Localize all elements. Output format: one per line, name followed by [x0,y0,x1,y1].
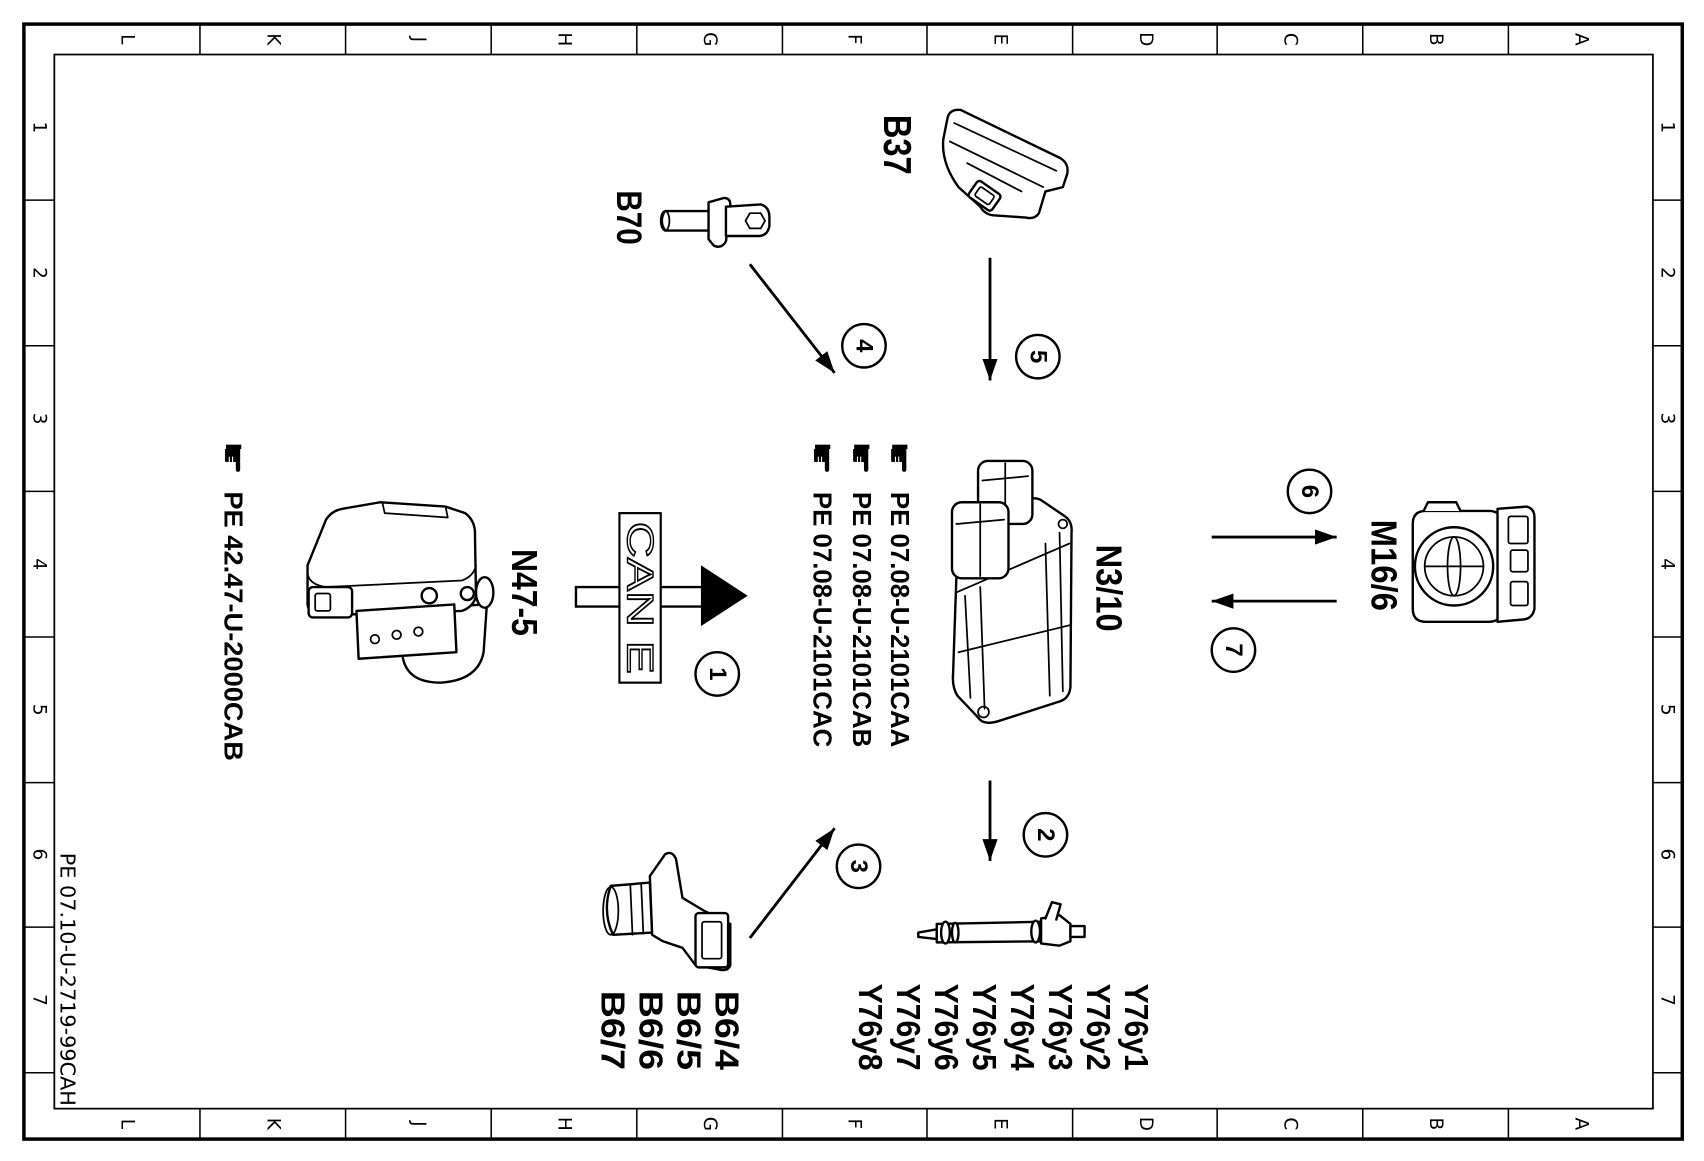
component-label-y76y8: Y76y8 [851,984,888,1071]
component-label-y76y2: Y76y2 [1079,984,1116,1071]
row-label-left: 7 [29,994,50,1006]
component-label-y76y5: Y76y5 [965,984,1002,1071]
column-label-top: L [117,34,138,45]
column-label-top: A [1571,33,1592,46]
crankshaft-sensor-icon [659,196,771,248]
column-label-top: C [1279,33,1300,46]
left-band-dividers [23,199,55,1074]
row-label-left: 5 [29,704,50,716]
step-number: 2 [1032,828,1059,841]
injector-icon [917,900,1086,947]
signal-arrows: CAN E [574,257,1337,939]
abs-unit-icon [306,501,495,684]
component-label-m16-6: M16/6 [1363,520,1403,611]
column-label-top: E [989,33,1010,45]
pointing-hand-icon [224,444,242,472]
step-circle [1210,627,1257,673]
component-label-b6-4: B6/4 [707,991,744,1071]
step-markers: 1 2 3 4 5 6 7 [694,322,1333,890]
component-label-n3-10: N3/10 [1088,545,1128,632]
top-band-dividers [199,24,1510,55]
row-label-right: 3 [1657,413,1678,425]
can-bus-arrow: CAN E [574,512,748,684]
column-label-top: K [262,33,283,46]
drawing-id: PE 07.10-U-2719-99CAH [55,853,79,1106]
component-label-b37: B37 [875,115,918,175]
column-label-bottom: C [1279,1117,1300,1130]
component-label-b6-7: B6/7 [593,991,630,1070]
column-label-top: D [1135,32,1156,46]
column-label-bottom: H [554,1117,575,1131]
column-label-bottom: L [117,1119,138,1130]
drawing-frame: L K J H G F E D C B A L K J H G F E D C … [22,22,1685,1141]
column-label-bottom: F [844,1119,865,1130]
row-label-right: 5 [1657,704,1678,716]
pedal-sensor-icon [941,108,1069,220]
column-label-top: F [844,34,865,45]
column-label-top: G [699,32,720,46]
column-label-bottom: E [989,1118,1010,1130]
row-label-right: 2 [1657,267,1678,279]
step-number: 6 [1296,485,1323,498]
arrow-crankshaft-to-ecu [748,263,836,374]
row-label-right: 7 [1657,994,1678,1006]
column-label-bottom: B [1425,1118,1446,1131]
reference-n47-5: PE 42.47-U-2000CAB [219,491,249,761]
component-label-b6-6: B6/6 [631,991,668,1070]
component-label-b70: B70 [609,190,647,244]
step-circle [1022,811,1069,858]
reference-n3-10-a: PE 07.08-U-2101CAA [885,492,915,748]
step-number: 5 [1024,350,1051,363]
reference-n3-10-c: PE 07.08-U-2101CAC [808,492,838,748]
step-circle [694,651,741,697]
step-circle [1014,333,1061,380]
can-label-box [618,512,662,684]
row-label-left: 2 [29,267,50,279]
arrow-camshaft-to-ecu [748,827,836,939]
pointing-hand-icon [813,444,831,472]
column-label-bottom: A [1571,1118,1592,1131]
column-label-top: B [1425,33,1446,46]
pointing-hand-icon [891,444,908,472]
can-label: CAN E [620,522,661,674]
reference-n3-10-b: PE 07.08-U-2101CAB [847,492,877,747]
component-label-y76y7: Y76y7 [889,984,926,1071]
step-circle [1286,468,1333,515]
row-label-right: 4 [1657,558,1678,570]
pointing-hand-icon [853,444,870,472]
column-label-bottom: K [262,1118,283,1131]
can-arrow-head [700,565,748,627]
row-label-right: 1 [1657,121,1678,133]
column-label-bottom: J [408,1120,429,1126]
step-circle [835,843,882,890]
right-band-dividers [1652,199,1683,1074]
row-label-left: 4 [29,558,50,570]
step-circle [841,322,887,369]
inner-border [53,53,1654,1110]
throttle-body-icon [1411,501,1536,623]
bottom-band-dividers [199,1108,1510,1140]
step-number: 3 [845,860,872,873]
component-label-n47-5: N47-5 [504,549,544,636]
component-label-y76y6: Y76y6 [927,984,964,1071]
row-label-right: 6 [1657,848,1678,860]
row-label-left: 6 [29,848,50,860]
component-label-y76y1: Y76y1 [1117,984,1154,1071]
step-number: 4 [850,339,877,353]
row-label-left: 1 [29,121,50,133]
column-label-bottom: D [1135,1117,1156,1131]
camshaft-sensor-icon [602,851,732,972]
row-label-left: 3 [29,413,50,425]
component-label-b6-5: B6/5 [669,991,706,1070]
component-label-y76y3: Y76y3 [1041,984,1078,1071]
outer-border [22,22,1685,1141]
step-number: 1 [704,667,731,680]
column-label-bottom: G [699,1117,720,1131]
control-unit-icon [950,459,1073,724]
column-label-top: J [408,36,429,42]
step-number: 7 [1220,643,1247,656]
column-label-top: H [554,32,575,46]
component-label-y76y4: Y76y4 [1003,984,1040,1071]
